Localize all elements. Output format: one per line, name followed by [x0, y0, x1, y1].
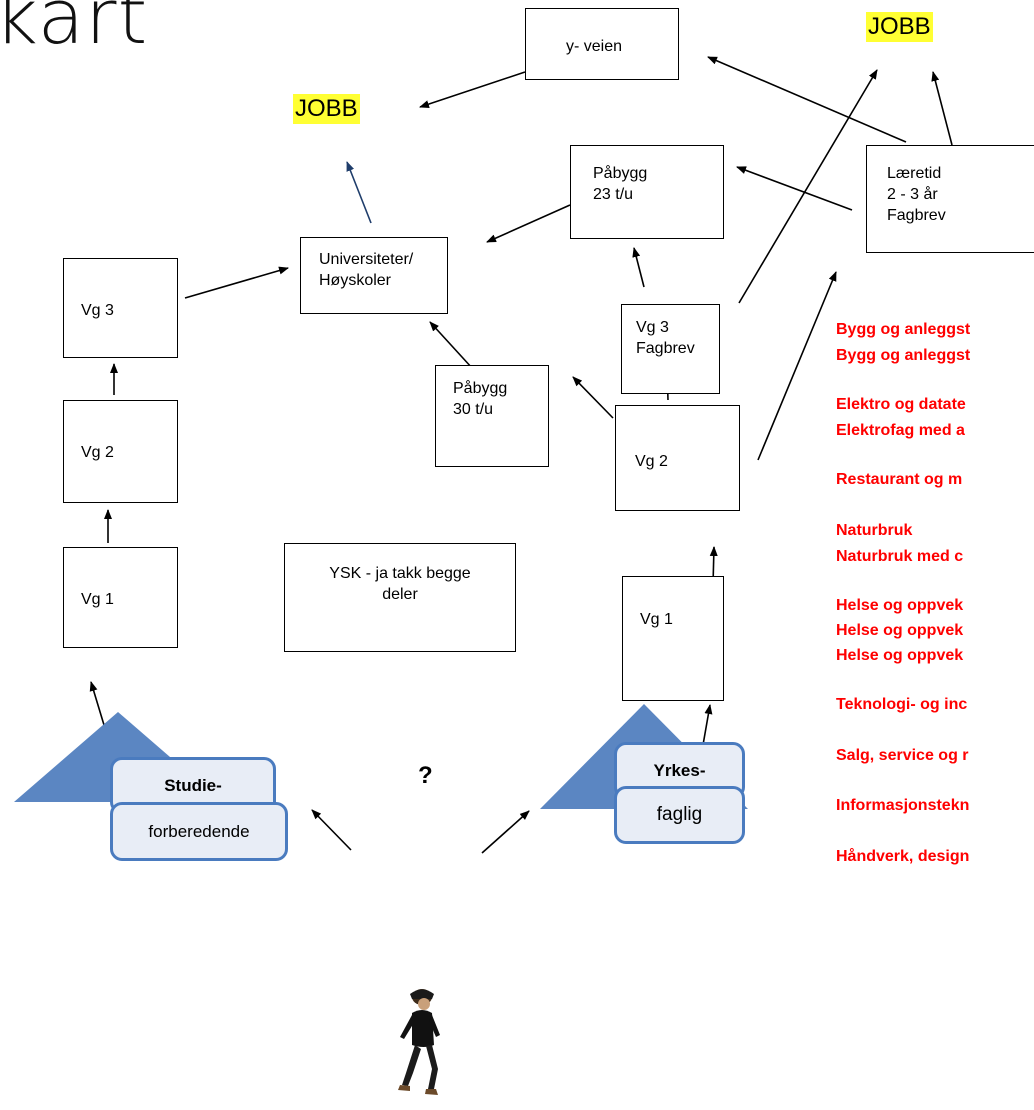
box-paabygg-30-label: Påbygg 30 t/u	[453, 380, 508, 418]
page-title: kart	[0, 0, 149, 61]
vocational-track-tag-bottom: faglig	[614, 786, 745, 844]
box-y-veien-label: y- veien	[566, 38, 623, 55]
arrow-yvg3-paabygg23	[632, 247, 645, 288]
arrow-yveien-jobb	[419, 71, 526, 108]
box-universiteter: Universiteter/ Høyskoler	[300, 237, 448, 314]
program-item: Elektro og datate	[836, 396, 966, 413]
box-ysk: YSK - ja takk begge deler	[284, 543, 516, 652]
job-label-right: JOBB	[866, 12, 933, 42]
program-item: Helse og oppvek	[836, 622, 964, 639]
program-item: Naturbruk	[836, 522, 913, 539]
study-track-top-label: Studie-	[164, 775, 222, 795]
box-study-vg3-label: Vg 3	[81, 302, 114, 319]
program-item: Bygg og anleggst	[836, 347, 971, 364]
box-vocational-vg1: Vg 1	[622, 576, 724, 701]
program-item: Naturbruk med c	[836, 548, 964, 565]
program-item: Restaurant og m	[836, 471, 963, 488]
box-ysk-label: YSK - ja takk begge deler	[329, 565, 471, 603]
program-item: Bygg og anleggst	[836, 321, 971, 338]
program-item: Helse og oppvek	[836, 647, 964, 664]
box-paabygg-30: Påbygg 30 t/u	[435, 365, 549, 467]
box-universiteter-label: Universiteter/ Høyskoler	[319, 251, 414, 289]
arrow-laeretid-paabygg	[736, 166, 853, 211]
arrow-vg2-laeretid	[757, 271, 837, 461]
arrow-vg3-jobb	[738, 69, 878, 304]
vocational-track-top-label: Yrkes-	[653, 760, 706, 780]
box-laeretid-label: Læretid 2 - 3 år Fagbrev	[887, 165, 946, 224]
arrow-paabygg23-uni	[486, 204, 571, 243]
box-y-veien: y- veien	[525, 8, 679, 80]
box-study-vg2-label: Vg 2	[81, 444, 114, 461]
box-study-vg1: Vg 1	[63, 547, 178, 648]
arrow-uni-jobb	[346, 161, 372, 224]
arrow-yvg2-paabygg30	[572, 376, 614, 419]
arrow-laeretid-jobb	[931, 71, 953, 146]
study-track-bottom-label: forberedende	[148, 821, 250, 841]
box-laeretid: Læretid 2 - 3 år Fagbrev	[866, 145, 1034, 253]
vocational-track-bottom-label: faglig	[656, 804, 703, 825]
arrow-laeretid-yveien	[707, 56, 907, 143]
arrow-person-study	[311, 809, 352, 851]
box-vocational-vg2-label: Vg 2	[635, 453, 668, 470]
program-item: Helse og oppvek	[836, 597, 964, 614]
box-vocational-vg1-label: Vg 1	[640, 611, 673, 628]
program-item: Teknologi- og inc	[836, 696, 968, 713]
box-study-vg3: Vg 3	[63, 258, 178, 358]
arrow-vg3-uni	[184, 266, 289, 299]
program-item: Informasjonstekn	[836, 797, 970, 814]
job-label-left: JOBB	[293, 94, 360, 124]
box-paabygg-23-label: Påbygg 23 t/u	[593, 165, 648, 203]
program-item: Salg, service og r	[836, 747, 969, 764]
program-item: Håndverk, design	[836, 848, 970, 865]
program-item: Elektrofag med a	[836, 422, 965, 439]
box-vocational-vg3-label: Vg 3 Fagbrev	[636, 319, 695, 357]
person-walking-icon	[388, 985, 452, 1105]
box-study-vg2: Vg 2	[63, 400, 178, 503]
box-study-vg1-label: Vg 1	[81, 591, 114, 608]
study-track-tag-bottom: forberedende	[110, 802, 288, 861]
question-mark: ?	[418, 762, 433, 789]
arrow-person-vocational	[481, 810, 530, 854]
arrow-study-vg1	[89, 681, 105, 726]
box-vocational-vg3: Vg 3 Fagbrev	[621, 304, 720, 394]
arrow-vocational-vg1	[702, 704, 713, 746]
box-vocational-vg2: Vg 2	[615, 405, 740, 511]
box-paabygg-23: Påbygg 23 t/u	[570, 145, 724, 239]
